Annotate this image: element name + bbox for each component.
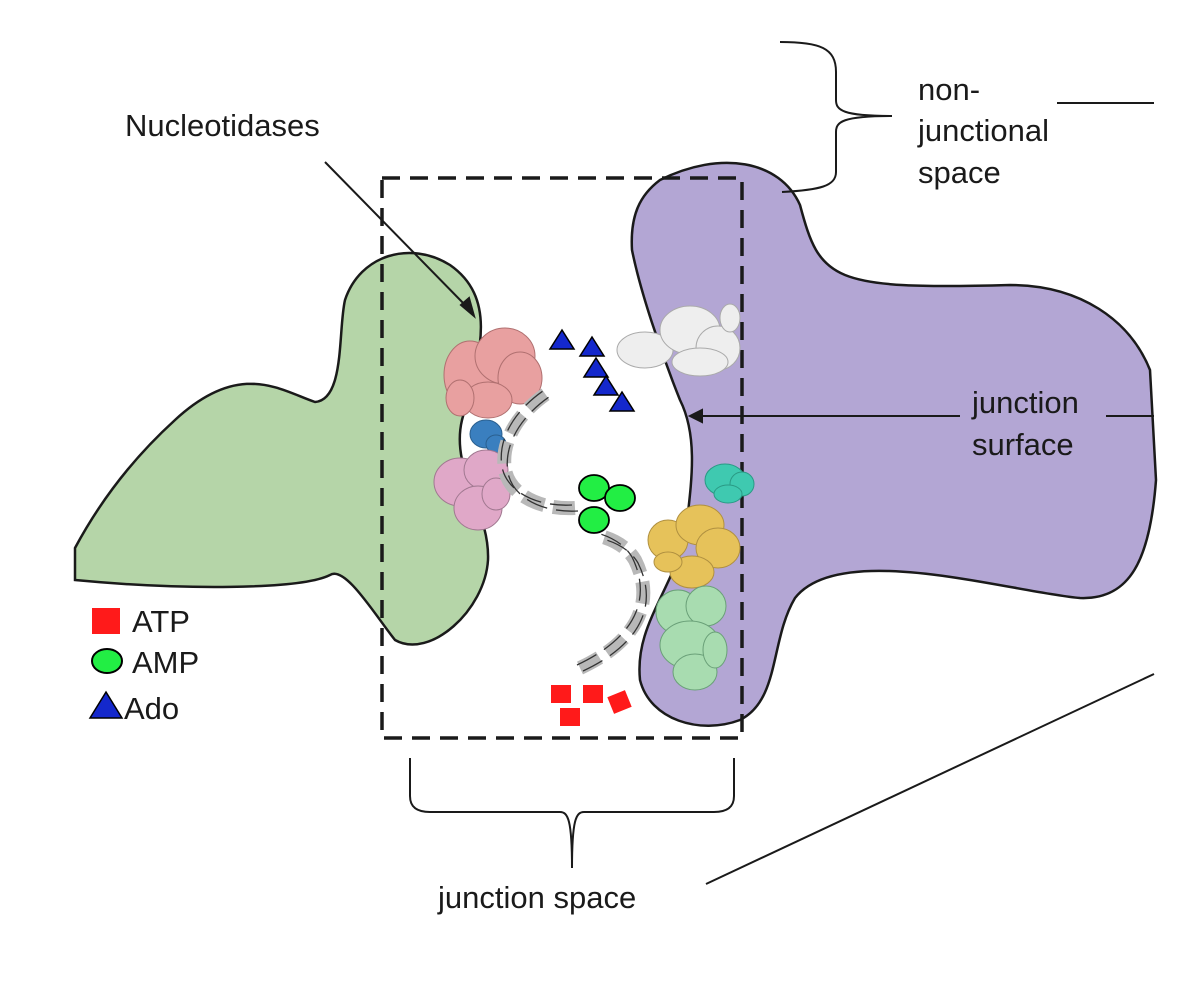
protein-pink-top	[443, 327, 543, 419]
legend-atp-label: ATP	[132, 604, 190, 639]
non-junctional-label-2: junctional	[917, 113, 1049, 148]
ado-triangles	[548, 328, 636, 412]
non-junctional-label-3: space	[918, 155, 1001, 190]
non-junctional-bracket	[779, 41, 893, 193]
zoom-line	[705, 673, 1155, 885]
left-cell	[73, 251, 490, 646]
nucleotidases-arrow	[324, 161, 476, 319]
junction-box	[380, 176, 744, 740]
non-junctional-label-1: non-	[918, 72, 980, 107]
protein-green	[655, 585, 728, 691]
protein-yellow	[647, 504, 741, 589]
pathway-arrows	[497, 384, 651, 675]
right-cell	[630, 161, 1158, 727]
junction-surface-label-1: junction	[971, 385, 1079, 420]
amp-ellipses	[578, 474, 636, 534]
junction-space-label: junction space	[437, 880, 636, 915]
legend-atp-symbol	[92, 608, 120, 634]
protein-white	[616, 303, 741, 377]
protein-pink-bottom	[433, 449, 511, 531]
junction-surface-label-2: surface	[972, 427, 1074, 462]
atp-squares	[551, 685, 632, 726]
legend-ado-symbol	[88, 690, 124, 719]
legend-amp-label: AMP	[132, 645, 199, 680]
junction-surface-arrow	[687, 408, 960, 424]
legend-ado-label: Ado	[124, 691, 179, 726]
legend-amp-symbol	[91, 648, 123, 674]
nucleotidases-label: Nucleotidases	[125, 108, 320, 143]
protein-teal	[704, 463, 755, 504]
legend: ATP AMP Ado	[88, 604, 199, 726]
junction-space-bracket	[409, 758, 735, 869]
